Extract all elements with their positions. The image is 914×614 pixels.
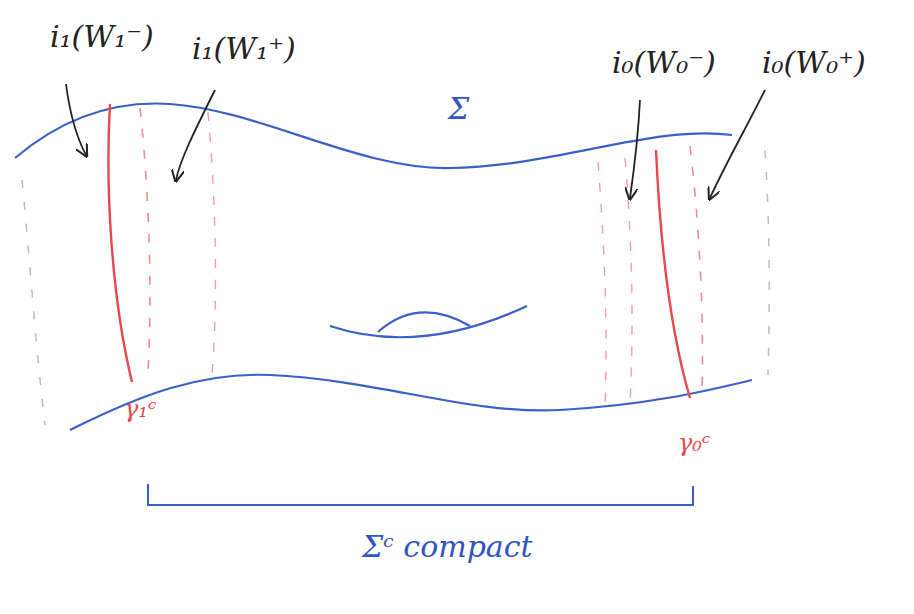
collar-curve — [598, 162, 606, 408]
pointer-arrow — [176, 90, 215, 180]
handle-lower — [330, 306, 527, 337]
region-label: i₁(W₁⁺) — [190, 32, 298, 65]
gamma-curve — [108, 104, 132, 382]
bracket-label: Σᶜ compact — [360, 530, 535, 563]
curve-label: γ₀ᶜ — [676, 430, 712, 456]
gamma-curve-back — [690, 146, 703, 392]
end-seam — [765, 150, 769, 375]
curve-label: γ₁ᶜ — [122, 396, 158, 422]
pointer-arrow — [710, 90, 765, 198]
end-seam — [22, 180, 45, 425]
pointer-arrow — [66, 84, 86, 155]
collar-curve — [208, 112, 215, 374]
region-label: i₁(W₁⁻) — [48, 20, 156, 53]
surface-bottom-edge — [70, 375, 752, 430]
pointer-arrow — [630, 100, 640, 198]
handle-upper — [378, 312, 470, 332]
region-label: i₀(W₀⁻) — [610, 46, 718, 79]
gamma-curve-back — [140, 108, 150, 372]
bracket — [148, 484, 693, 505]
region-label: i₀(W₀⁺) — [760, 46, 868, 79]
surface-label: Σ — [446, 92, 471, 125]
gamma-curve — [656, 150, 690, 398]
